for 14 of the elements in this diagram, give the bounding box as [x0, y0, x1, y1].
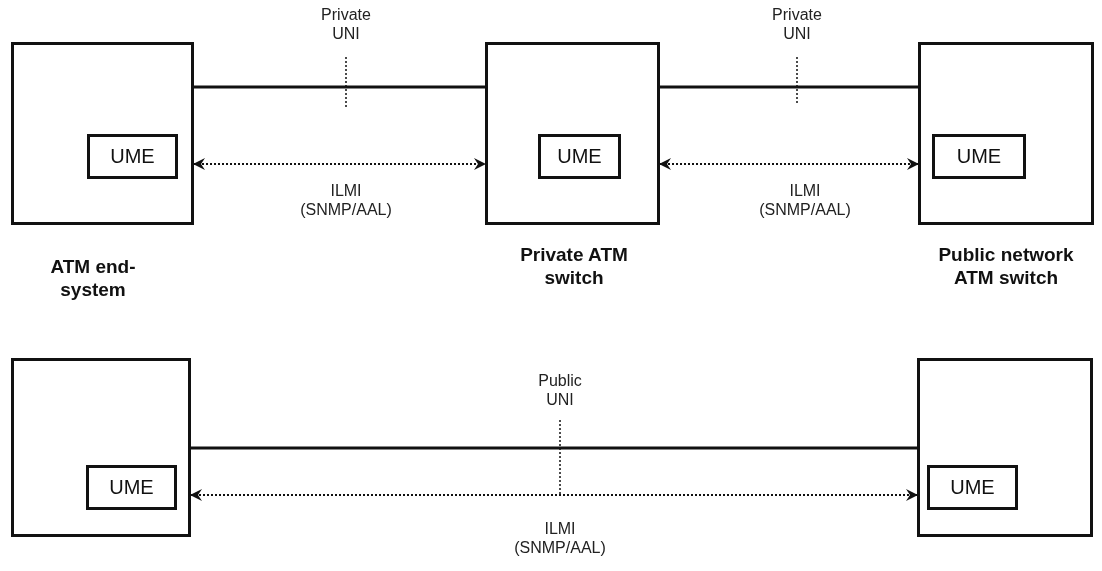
- ume-box: UME: [87, 134, 178, 179]
- double-arrow: [190, 489, 918, 501]
- device-label: ATM end-system: [49, 255, 137, 301]
- link-line: [660, 85, 918, 89]
- ume-box: UME: [538, 134, 621, 179]
- device-label: Public network ATM switch: [937, 243, 1075, 289]
- device-label: Private ATM switch: [520, 243, 628, 289]
- link-line: [191, 446, 917, 450]
- ume-box: UME: [86, 465, 177, 510]
- link-line: [194, 85, 485, 89]
- ume-box: UME: [932, 134, 1026, 179]
- double-arrow: [193, 158, 486, 170]
- ume-box: UME: [927, 465, 1018, 510]
- double-arrow: [659, 158, 919, 170]
